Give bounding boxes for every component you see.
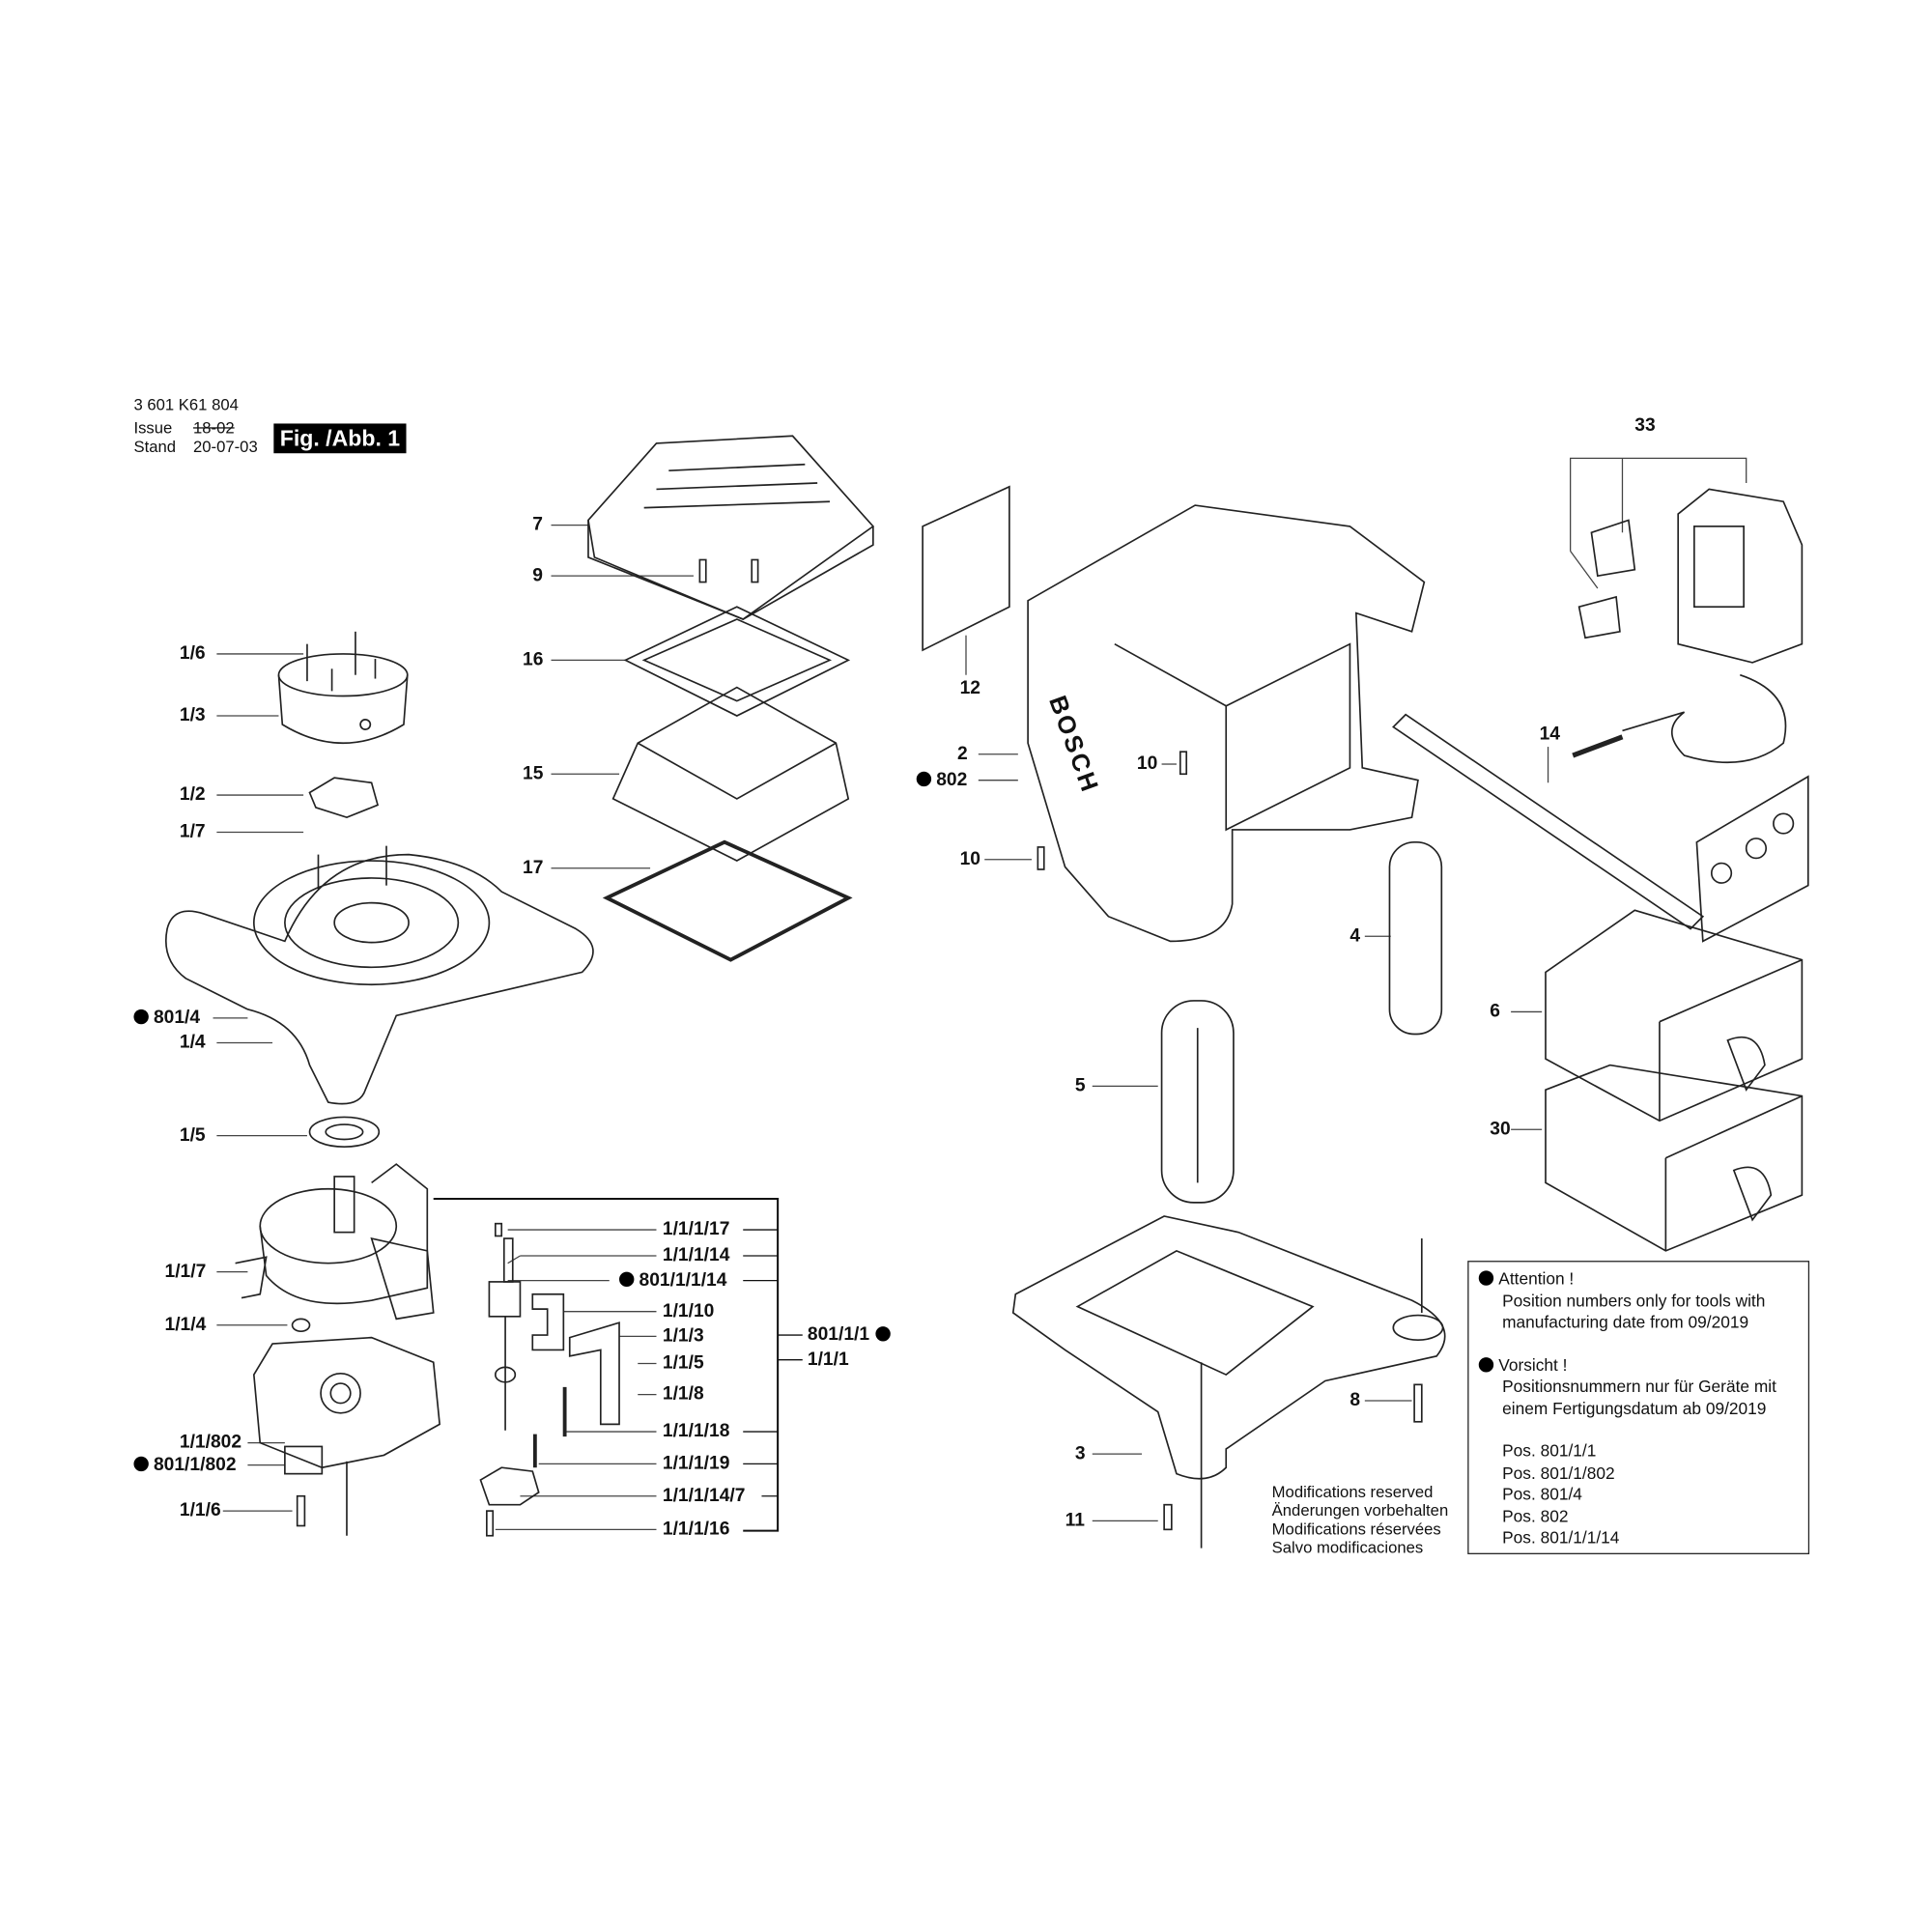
modifications-es: Salvo modificaciones [1271,1538,1424,1557]
label-15: 15 [523,762,544,784]
label-801-1-1: 801/1/1 [808,1324,891,1346]
label-11: 11 [1065,1509,1085,1531]
attention-text-1: Position numbers only for tools with [1502,1291,1766,1310]
label-1-1-5: 1/1/5 [662,1351,704,1374]
label-801-1-802: 801/1/802 [133,1455,237,1475]
position-item: Pos. 801/1/1/14 [1502,1528,1620,1548]
modifications-de: Änderungen vorbehalten [1271,1500,1449,1520]
part-11-screw [1163,1503,1173,1531]
part-9-screws [698,558,759,583]
part-4-cylinder [1388,840,1443,1036]
vorsicht-text-1: Positionsnummern nur für Geräte mit [1502,1377,1776,1396]
label-16: 16 [523,648,544,670]
label-1-1-4: 1/1/4 [164,1314,207,1336]
label-1-3: 1/3 [179,704,206,726]
label-7: 7 [532,514,543,535]
label-5: 5 [1074,1074,1086,1096]
label-6: 6 [1490,1000,1501,1022]
part-3-base [1011,1215,1446,1548]
part-1-2 [308,777,380,819]
label-1-7: 1/7 [179,820,206,842]
part-8-pin [1413,1383,1423,1423]
label-801-1-1-14: 801/1/1/14 [619,1270,727,1291]
part-33-charger [1572,488,1804,764]
label-9: 9 [532,564,543,586]
figure-label: Fig. /Abb. 1 [273,423,407,454]
label-1-5: 1/5 [179,1124,206,1146]
label-1-1-6: 1/1/6 [179,1499,221,1521]
part-2-housing [1027,504,1426,943]
label-1-6: 1/6 [179,642,206,665]
part-1-5-ring [308,1116,381,1149]
label-802: 802 [917,770,967,790]
label-30: 30 [1490,1118,1511,1140]
part-1-1-4 [291,1318,311,1333]
label-1-1-1-19: 1/1/1/19 [662,1452,730,1474]
label-1-2: 1/2 [179,783,206,806]
label-1-1-1: 1/1/1 [807,1349,849,1370]
label-1-1-10: 1/1/10 [662,1300,715,1321]
part-1-1-6-screw [296,1494,306,1527]
attention-note-box: Attention ! Position numbers only for to… [1467,1261,1810,1554]
label-1-1-8: 1/1/8 [662,1383,704,1405]
position-item: Pos. 801/1/802 [1502,1463,1615,1482]
label-1-1-1-14: 1/1/1/14 [662,1244,730,1266]
label-1-1-802: 1/1/802 [179,1432,242,1453]
part-10-screws [1037,751,1188,870]
label-10-lower: 10 [959,848,980,869]
label-801-4: 801/4 [133,1008,200,1029]
label-33: 33 [1634,414,1656,437]
part-1-1-1-14-assembly [479,1222,620,1537]
part-1-1-802-board [252,1336,441,1536]
position-item: Pos. 802 [1502,1506,1569,1525]
part-30-battery-pack [1545,1064,1804,1252]
issue-label: Issue [133,418,173,438]
label-3: 3 [1074,1442,1086,1464]
battery-cover-plate [1695,775,1809,943]
label-1-1-3: 1/1/3 [662,1324,704,1347]
part-number: 3 601 K61 804 [133,394,239,414]
label-10-upper: 10 [1136,753,1158,775]
part-15-filter [611,686,850,862]
stand-label: Stand [133,437,177,456]
vorsicht-title: Vorsicht ! [1479,1354,1799,1376]
label-4: 4 [1350,924,1361,947]
part-6-battery-compartment [1545,909,1804,1122]
part-1-4-base [165,845,594,1105]
part-16-frame [623,606,851,717]
modifications-notice: Modifications reserved Änderungen vorbeh… [1272,1483,1449,1557]
label-12: 12 [959,677,980,699]
label-1-4: 1/4 [179,1031,206,1053]
label-1-1-7: 1/1/7 [164,1261,207,1282]
position-item: Pos. 801/1/1 [1502,1441,1597,1461]
label-1-1-1-14-7: 1/1/1/14/7 [662,1485,746,1506]
stand-value: 20-07-03 [192,437,258,456]
part-1-3-cap [277,631,409,745]
label-2: 2 [957,743,968,765]
label-17: 17 [523,857,544,878]
leader-lines [213,457,1747,1532]
part-12-label [922,485,1010,652]
label-14: 14 [1539,723,1560,745]
label-1-1-1-18: 1/1/1/18 [662,1420,730,1442]
part-17-gasket [602,839,853,962]
issue-value: 18-02 [192,418,235,438]
part-14-strip [1392,713,1705,930]
modifications-en: Modifications reserved [1271,1482,1434,1501]
label-1-1-1-16: 1/1/1/16 [662,1518,730,1540]
attention-text-2: manufacturing date from 09/2019 [1502,1312,1749,1332]
label-1-1-1-17: 1/1/1/17 [662,1218,730,1240]
part-1-1-motor [235,1163,435,1321]
part-5-cylinder [1160,1000,1235,1204]
label-8: 8 [1350,1389,1361,1411]
part-7-cover [587,435,875,620]
modifications-fr: Modifications réservées [1271,1520,1441,1539]
position-item: Pos. 801/4 [1502,1485,1582,1504]
vorsicht-text-2: einem Fertigungsdatum ab 09/2019 [1502,1399,1767,1418]
attention-title: Attention ! [1479,1268,1799,1290]
